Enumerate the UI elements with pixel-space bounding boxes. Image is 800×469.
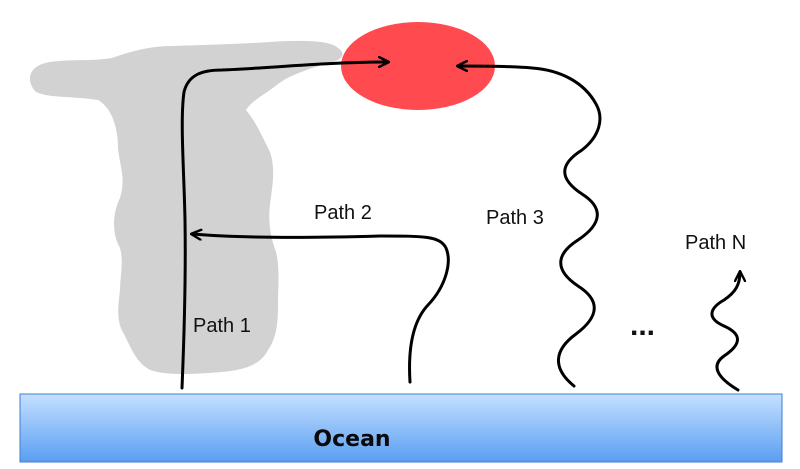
path-1-label: Path 1 <box>193 315 251 337</box>
path-3-line <box>458 66 602 388</box>
path-2-line <box>192 234 450 384</box>
ocean-label: Ocean <box>313 427 390 452</box>
path-2-label: Path 2 <box>314 202 372 224</box>
ocean-bar <box>19 393 783 463</box>
ellipsis-label: ... <box>630 309 655 342</box>
path-n-line <box>710 272 740 392</box>
path-1-line <box>180 62 388 390</box>
cloud-shape <box>29 40 343 375</box>
path-3-label: Path 3 <box>486 207 544 229</box>
target-ellipse <box>341 22 495 110</box>
path-n-label: Path N <box>685 232 746 254</box>
